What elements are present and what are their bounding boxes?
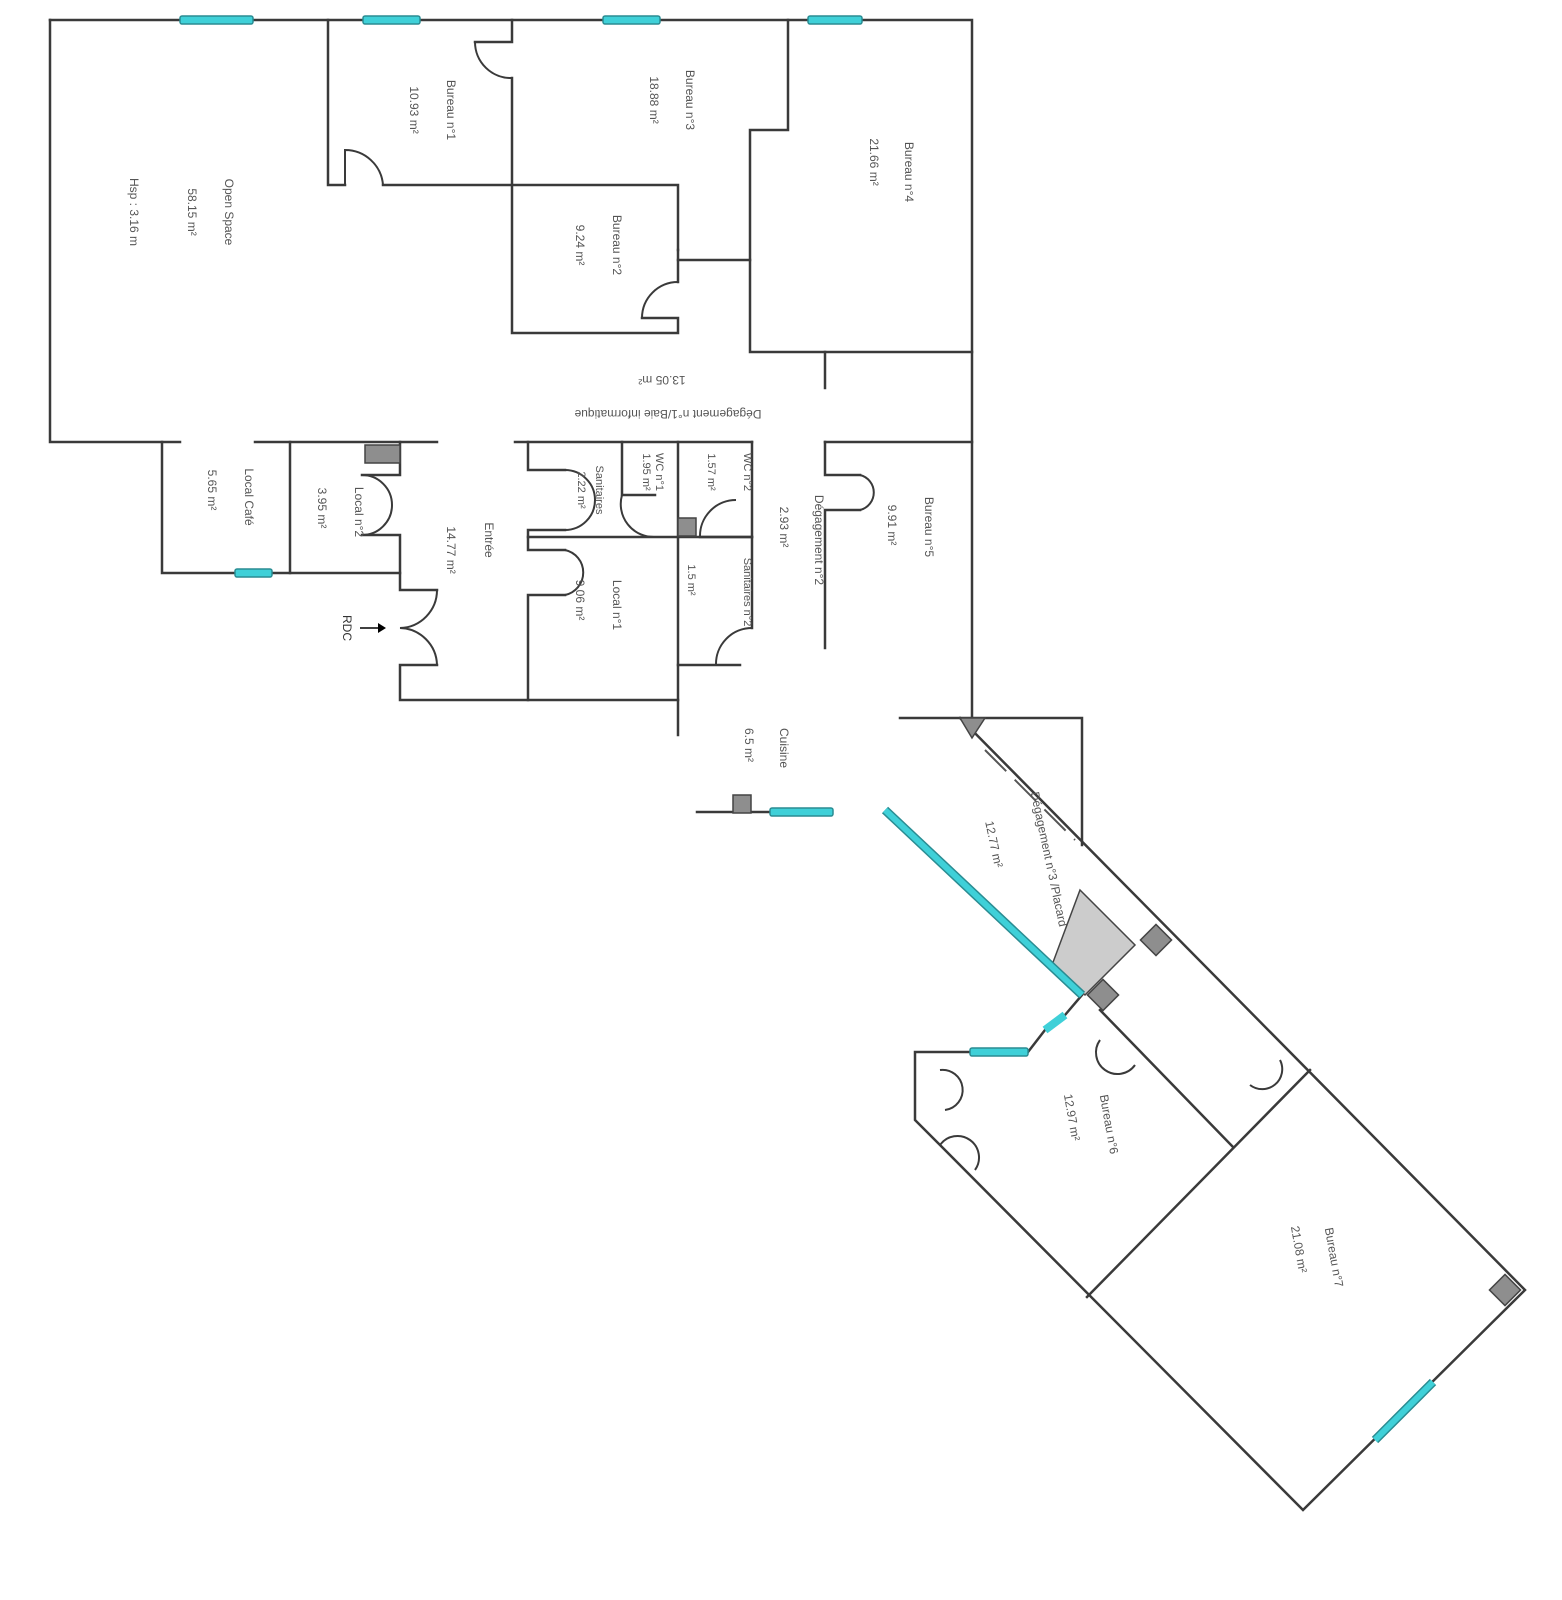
room-area: 2.93 m² [777, 507, 791, 548]
room-name: Bureau n°2 [610, 215, 624, 276]
room-name: Sanitaires n°2 [741, 558, 753, 627]
room-area: 3.95 m² [315, 488, 329, 529]
doors [344, 41, 1284, 1171]
room-area: 1.5 m² [685, 564, 697, 596]
room-area: 21.66 m² [867, 138, 881, 185]
room-area: 12.77 m² [982, 820, 1006, 869]
room-area: 18.88 m² [647, 76, 661, 123]
room-area: 2.22 m² [575, 471, 587, 509]
room-name: Bureau n°4 [902, 142, 916, 203]
entrance-label: RDC [340, 615, 354, 641]
room-name: Cuisine [777, 728, 791, 768]
room-name: WC n°1 [653, 453, 665, 491]
room-name: Bureau n°6 [1097, 1093, 1121, 1155]
room-area: 9.91 m² [885, 505, 899, 546]
room-area: 9.24 m² [573, 225, 587, 266]
room-name: Dégagement n°2 [812, 495, 826, 586]
ceiling-height: Hsp : 3.16 m [127, 178, 141, 246]
room-name: Local n°2 [352, 487, 366, 537]
room-area: 1.57 m² [705, 453, 717, 491]
room-name: Bureau n°5 [922, 497, 936, 558]
room-area: 58.15 m² [185, 188, 199, 235]
columns [364, 444, 1522, 1307]
room-name: WC n°2 [741, 453, 753, 491]
windows [179, 15, 1437, 1444]
room-name: Local Café [242, 468, 256, 526]
room-area: 5.65 m² [205, 470, 219, 511]
room-area: 10.93 m² [407, 86, 421, 133]
room-name: Dégagement n°3 /Placard [1028, 790, 1070, 927]
room-area: 1.95 m² [640, 453, 652, 491]
room-area: 9.06 m² [573, 580, 587, 621]
room-area: 13.05 m² [638, 373, 685, 387]
room-name: Local n°1 [610, 580, 624, 630]
room-area: 14.77 m² [444, 526, 458, 573]
room-area: 12.97 m² [1061, 1093, 1083, 1142]
room-name: Bureau n°7 [1322, 1226, 1346, 1288]
room-area: 6.5 m² [742, 728, 756, 762]
room-labels: Open Space 58.15 m² Hsp : 3.16 m Bureau … [127, 70, 1346, 1289]
room-area: 21.08 m² [1288, 1225, 1310, 1274]
room-name: Dégagement n°1/Baie informatique [574, 407, 761, 421]
room-name: Bureau n°1 [444, 80, 458, 141]
stairs [1051, 888, 1137, 997]
room-name: Open Space [222, 179, 236, 246]
room-name: Entrée [482, 522, 496, 558]
room-name: Sanitaires [593, 466, 605, 515]
room-name: Bureau n°3 [683, 70, 697, 131]
